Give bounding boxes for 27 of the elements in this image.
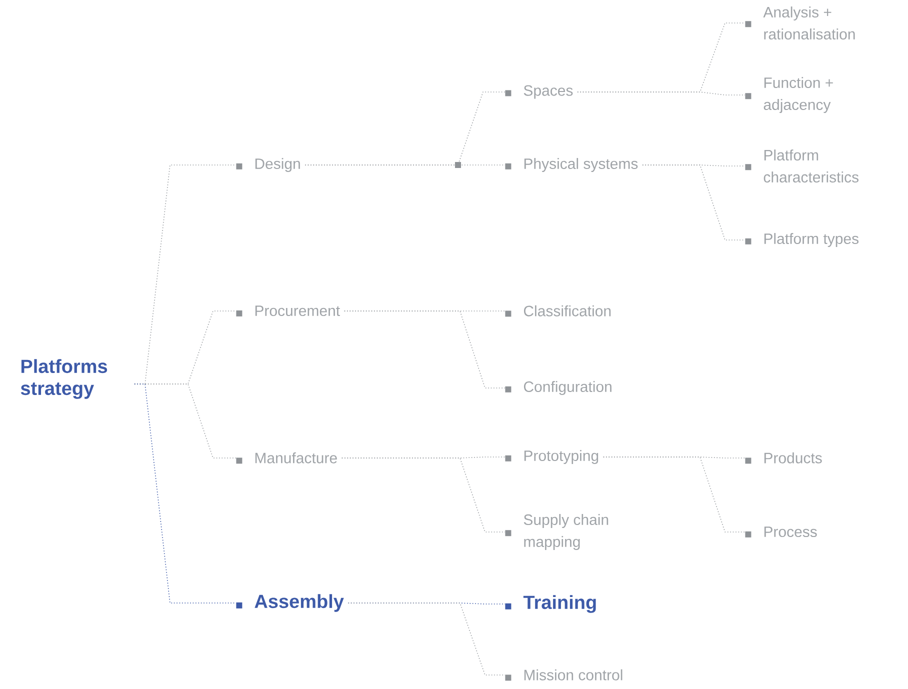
branch-label: Training [505,595,596,613]
connector-line [134,384,236,604]
branch-label: Configuration [505,381,612,395]
branch-label: Manufacture [236,452,337,464]
branch-label: Analysis + rationalisation [745,6,855,40]
connector-line [577,92,746,96]
branch-label: Supply chain mapping [505,514,608,550]
branch-label: Assembly [236,594,344,612]
branch-label: Platform types [745,233,858,247]
branch-label: Products [745,452,822,464]
branch-label: Function + adjacency [745,77,833,113]
branch-label: Classification [505,305,611,317]
connector-line [348,602,506,676]
connector-line [344,310,506,388]
connector-line [341,458,506,532]
connector-line [642,164,746,240]
root-label: Platforms strategy [20,359,108,399]
branch-label: Spaces [505,85,573,99]
branch-label: Procurement [236,306,340,316]
connector-line [602,456,746,532]
connector-line [304,164,506,166]
branch-label: Process [745,526,817,538]
branch-label: Mission control [505,669,622,681]
branch-label: Physical systems [505,158,638,172]
branch-label: Design [236,158,300,172]
branch-label: Prototyping [505,450,598,464]
branch-label: Platform characteristics [745,150,858,182]
